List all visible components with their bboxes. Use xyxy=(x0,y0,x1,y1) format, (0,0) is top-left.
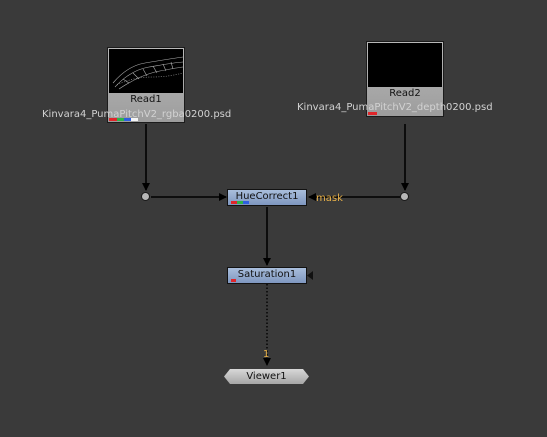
read1-red-channel xyxy=(109,118,117,121)
dot-node-right[interactable] xyxy=(400,192,409,201)
huecorrect-blue-channel xyxy=(243,201,249,204)
viewer-input-label: 1 xyxy=(263,349,270,360)
saturation-red-channel xyxy=(231,279,236,282)
viewer-title: Viewer1 xyxy=(246,371,287,382)
huecorrect-red-channel xyxy=(231,201,237,204)
read1-filename: Kinvara4_PumaPitchV2_rgba0200.psd xyxy=(42,109,232,120)
saturation-node[interactable]: Saturation1 xyxy=(227,267,307,284)
read2-filename: Kinvara4_PumaPitchV2_depth0200.psd xyxy=(297,102,493,113)
read2-title: Read2 xyxy=(389,88,421,99)
huecorrect-node[interactable]: HueCorrect1 xyxy=(227,189,307,206)
read2-thumbnail xyxy=(368,43,442,87)
read1-title: Read1 xyxy=(130,94,162,105)
huecorrect-green-channel xyxy=(237,201,243,204)
mask-input-label: mask xyxy=(316,193,343,204)
read2-red-channel xyxy=(368,112,377,115)
read1-alpha-channel xyxy=(131,118,138,121)
huecorrect-title: HueCorrect1 xyxy=(235,191,299,202)
saturation-mask-arrow-icon xyxy=(307,271,313,280)
read1-blue-channel xyxy=(124,118,131,121)
read1-node[interactable]: Read1 xyxy=(107,47,185,123)
dot-node-left[interactable] xyxy=(141,192,150,201)
read1-green-channel xyxy=(117,118,124,121)
viewer-node[interactable]: Viewer1 xyxy=(224,369,309,384)
read1-thumbnail xyxy=(109,49,183,93)
read2-node[interactable]: Read2 xyxy=(366,41,444,117)
saturation-title: Saturation1 xyxy=(237,269,297,280)
